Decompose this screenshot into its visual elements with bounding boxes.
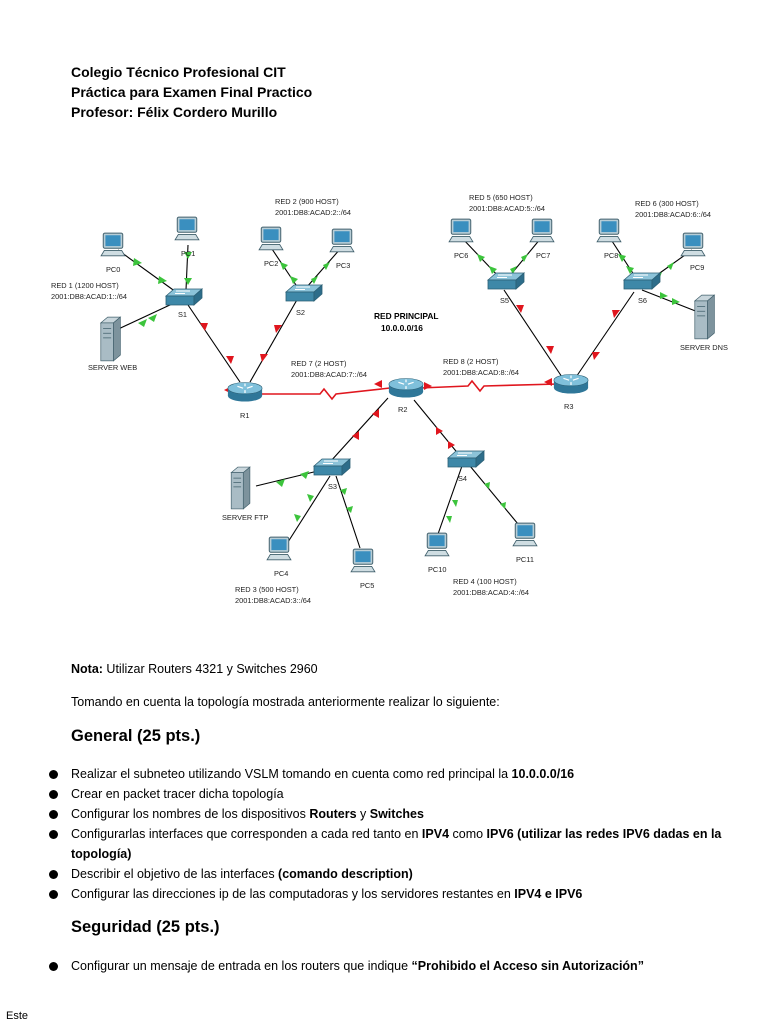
serial-links <box>262 379 559 401</box>
switch-icon-s5 <box>487 272 525 290</box>
network-labels: RED 2 (900 HOST) 2001:DB8:ACAD:2::/64 RE… <box>48 190 724 606</box>
net-red3-ipv6: 2001:DB8:ACAD:3::/64 <box>235 596 311 605</box>
label-s4: S4 <box>458 474 467 483</box>
intro-paragraph: Tomando en cuenta la topología mostrada … <box>71 695 500 709</box>
pc-icon-pc7 <box>529 218 555 243</box>
label-s1: S1 <box>178 310 187 319</box>
switch-icon-s6 <box>623 272 661 290</box>
net-red6-ipv6: 2001:DB8:ACAD:6::/64 <box>635 210 711 219</box>
pc-icon-pc10 <box>424 532 450 557</box>
net-red4-ipv6: 2001:DB8:ACAD:4::/64 <box>453 588 529 597</box>
device-labels: PC0 PC1 PC2 PC3 PC4 PC5 PC6 PC7 PC8 PC9 … <box>88 249 728 590</box>
label-r2: R2 <box>398 405 407 414</box>
label-pc8: PC8 <box>604 251 618 260</box>
up-port-indicators <box>133 252 680 523</box>
school-name: Colegio Técnico Profesional CIT <box>71 64 286 80</box>
switch-icon-s3 <box>313 458 351 476</box>
router-icon-r2 <box>388 377 424 399</box>
label-r1: R1 <box>240 411 249 420</box>
net-red7-name: RED 7 (2 HOST) <box>291 359 346 368</box>
net-red6-name: RED 6 (300 HOST) <box>635 199 699 208</box>
list-item: Configurar un mensaje de entrada en los … <box>49 956 731 976</box>
pc-icon-pc2 <box>258 226 284 251</box>
main-network-address: 10.0.0.0/16 <box>381 323 423 333</box>
label-pc5: PC5 <box>360 581 374 590</box>
list-item: Configurarlas interfaces que corresponde… <box>49 824 731 864</box>
label-server-web: SERVER WEB <box>88 363 137 372</box>
router-icon-r1 <box>227 381 263 403</box>
section-heading-general: General (25 pts.) <box>71 727 201 745</box>
net-red2-name: RED 2 (900 HOST) <box>275 197 339 206</box>
pc-icon-pc9 <box>680 232 706 257</box>
net-red7-ipv6: 2001:DB8:ACAD:7::/64 <box>291 370 367 379</box>
note-text: Utilizar Routers 4321 y Switches 2960 <box>102 662 318 676</box>
label-s2: S2 <box>296 308 305 317</box>
label-pc3: PC3 <box>336 261 350 270</box>
pc-icon-pc1 <box>174 216 200 241</box>
pc-icon-pc4 <box>266 536 292 561</box>
footer-text: Este <box>6 1010 29 1022</box>
server-icon-ftp <box>230 466 251 510</box>
list-item: Realizar el subneteo utilizando VSLM tom… <box>49 764 731 784</box>
list-item: Configurar los nombres de los dispositiv… <box>49 804 731 824</box>
document-title: Práctica para Examen Final Practico <box>71 84 313 100</box>
teacher-name: Profesor: Félix Cordero Murillo <box>71 104 278 120</box>
net-red4-name: RED 4 (100 HOST) <box>453 577 517 586</box>
note-paragraph: Nota: Utilizar Routers 4321 y Switches 2… <box>71 660 318 678</box>
net-red5-ipv6: 2001:DB8:ACAD:5::/64 <box>469 204 545 213</box>
net-red2-ipv6: 2001:DB8:ACAD:2::/64 <box>275 208 351 217</box>
pc-icon-pc8 <box>596 218 622 243</box>
pc-icon-pc11 <box>512 522 538 547</box>
pc-icon-pc3 <box>329 228 355 253</box>
switches <box>165 272 661 476</box>
net-red8-name: RED 8 (2 HOST) <box>443 357 498 366</box>
pc-icon-pc6 <box>448 218 474 243</box>
list-item: Describir el objetivo de las interfaces … <box>49 864 731 884</box>
label-server-ftp: SERVER FTP <box>222 513 268 522</box>
label-s6: S6 <box>638 296 647 305</box>
pc-icon-pc0 <box>100 232 126 257</box>
pc-icon-pc5 <box>350 548 376 573</box>
label-pc9: PC9 <box>690 263 704 272</box>
net-red1-ipv6: 2001:DB8:ACAD:1::/64 <box>51 292 127 301</box>
network-topology-diagram: RED 2 (900 HOST) 2001:DB8:ACAD:2::/64 RE… <box>48 190 728 606</box>
routers <box>227 373 589 403</box>
server-icon-dns <box>694 294 715 340</box>
list-item: Configurar las direcciones ip de las com… <box>49 884 731 904</box>
label-server-dns: SERVER DNS <box>680 343 728 352</box>
label-pc10: PC10 <box>428 565 447 574</box>
switch-icon-s2 <box>285 284 323 302</box>
label-pc2: PC2 <box>264 259 278 268</box>
main-network-title: RED PRINCIPAL <box>374 311 439 321</box>
switch-icon-s1 <box>165 288 203 306</box>
net-red5-name: RED 5 (650 HOST) <box>469 193 533 202</box>
label-r3: R3 <box>564 402 573 411</box>
security-task-list: Configurar un mensaje de entrada en los … <box>49 956 731 976</box>
net-red8-ipv6: 2001:DB8:ACAD:8::/64 <box>443 368 519 377</box>
server-icon-web <box>100 316 121 362</box>
list-item: Crear en packet tracer dicha topología <box>49 784 731 804</box>
label-pc7: PC7 <box>536 251 550 260</box>
label-s3: S3 <box>328 482 337 491</box>
switch-icon-s4 <box>447 450 485 468</box>
document-header: Colegio Técnico Profesional CIT Práctica… <box>71 62 312 122</box>
label-pc11: PC11 <box>516 555 534 564</box>
net-red1-name: RED 1 (1200 HOST) <box>51 281 119 290</box>
general-task-list: Realizar el subneteo utilizando VSLM tom… <box>49 764 731 904</box>
label-pc0: PC0 <box>106 265 120 274</box>
label-s5: S5 <box>500 296 509 305</box>
label-pc4: PC4 <box>274 569 288 578</box>
label-pc6: PC6 <box>454 251 468 260</box>
section-heading-seguridad: Seguridad (25 pts.) <box>71 918 220 936</box>
router-icon-r3 <box>553 373 589 395</box>
net-red3-name: RED 3 (500 HOST) <box>235 585 299 594</box>
note-label: Nota: <box>71 662 103 676</box>
label-pc1: PC1 <box>181 249 195 258</box>
